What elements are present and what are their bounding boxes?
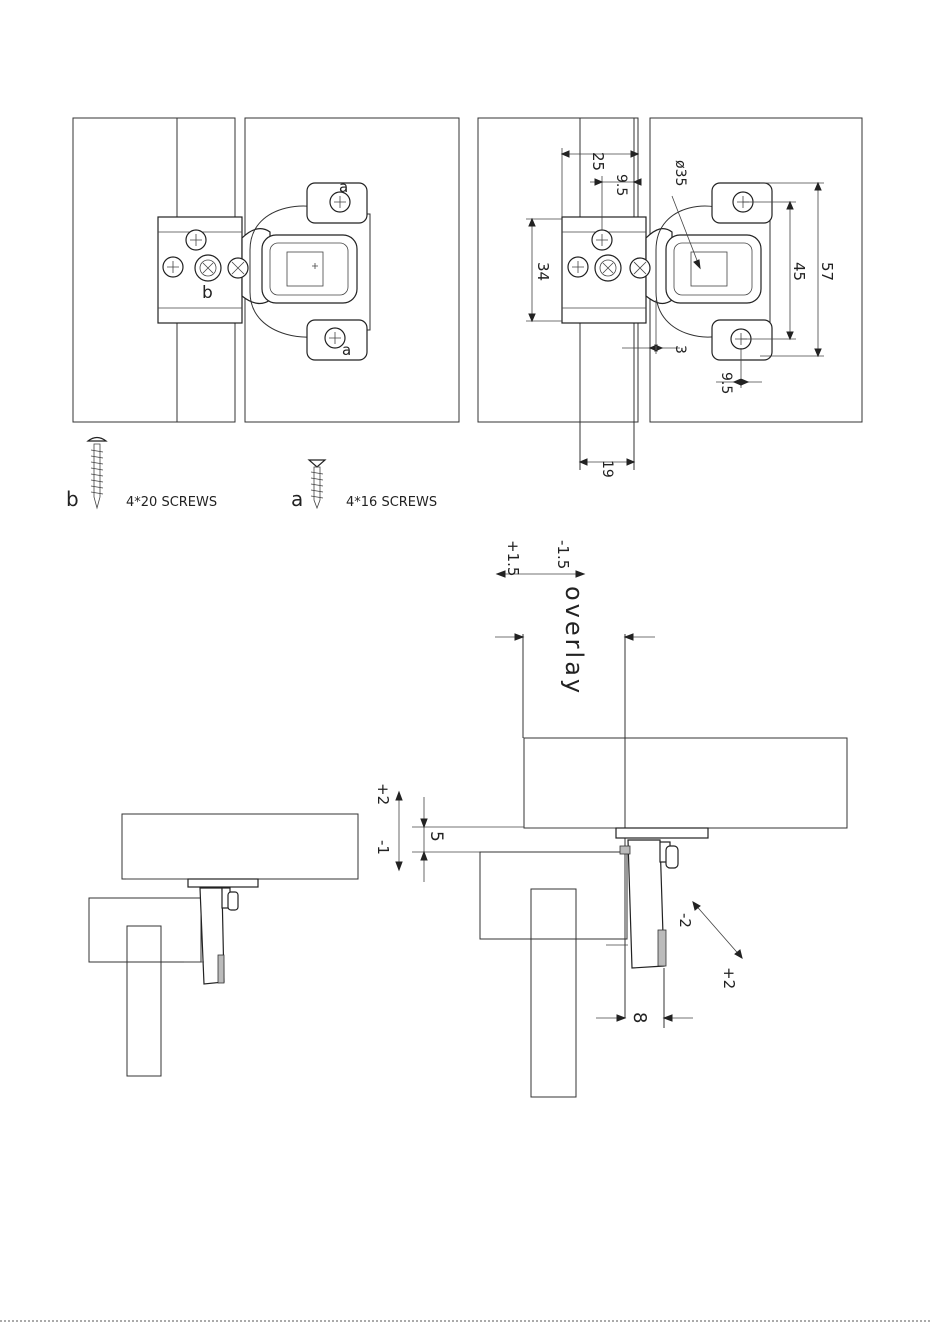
cabinet-side-section-right xyxy=(531,889,576,1097)
dim-5: 5 xyxy=(426,831,446,842)
screw-label-a-top: a xyxy=(339,178,348,196)
phillips-screw-icon xyxy=(592,230,612,250)
dim-19: 19 xyxy=(599,460,615,478)
screw-legend: b 4*20 SCREWS a 4*16 SCREWS xyxy=(66,438,437,512)
cam-screw-icon xyxy=(595,255,621,281)
adj-plus-2-right: +2 xyxy=(720,967,738,989)
hinge-body xyxy=(262,235,357,303)
door-section xyxy=(122,814,358,879)
dim-diameter-35: ø35 xyxy=(672,160,688,186)
dim-25: 25 xyxy=(589,152,607,171)
screw-a-letter: a xyxy=(291,487,303,511)
door-section-right xyxy=(524,738,847,828)
cabinet-top-section-right xyxy=(480,852,627,939)
adj-plus-2-left: +2 xyxy=(374,783,392,805)
x-screw-icon xyxy=(630,258,650,278)
cabinet-top-section xyxy=(89,898,201,962)
dim-3: 3 xyxy=(672,345,688,354)
short-screw-icon xyxy=(309,460,325,508)
screw-b-letter: b xyxy=(66,487,79,511)
adj-plus-1-5: +1.5 xyxy=(504,540,522,576)
dim-9-5-bottom: 9.5 xyxy=(718,372,734,394)
overlay-label: overlay xyxy=(560,586,588,696)
bottom-left-section xyxy=(89,814,358,1076)
bottom-right-section: +1.5 -1.5 overlay +2 -1 5 xyxy=(374,540,847,1097)
x-screw-icon xyxy=(228,258,248,278)
long-screw-icon xyxy=(88,438,106,509)
phillips-screw-icon xyxy=(163,257,183,277)
phillips-screw-icon xyxy=(186,230,206,250)
screw-label-a-bottom: a xyxy=(342,341,351,359)
dim-8: 8 xyxy=(629,1012,650,1023)
dim-45: 45 xyxy=(790,262,808,281)
adj-minus-1: -1 xyxy=(374,840,392,855)
top-left-view: a a b xyxy=(73,118,459,422)
phillips-screw-icon xyxy=(568,257,588,277)
screw-a-text: 4*16 SCREWS xyxy=(346,495,437,510)
dim-57: 57 xyxy=(818,262,836,281)
adj-minus-1-5: -1.5 xyxy=(554,540,572,569)
dim-9-5-top: 9.5 xyxy=(613,174,629,196)
screw-label-b: b xyxy=(202,283,213,303)
screw-b-text: 4*20 SCREWS xyxy=(126,495,217,510)
top-right-view: 25 9.5 ø35 34 45 57 3 9.5 19 xyxy=(478,118,862,478)
adj-minus-2: -2 xyxy=(676,913,694,928)
cam-screw-icon xyxy=(195,255,221,281)
dim-34: 34 xyxy=(534,262,552,281)
cabinet-side-section xyxy=(127,926,161,1076)
